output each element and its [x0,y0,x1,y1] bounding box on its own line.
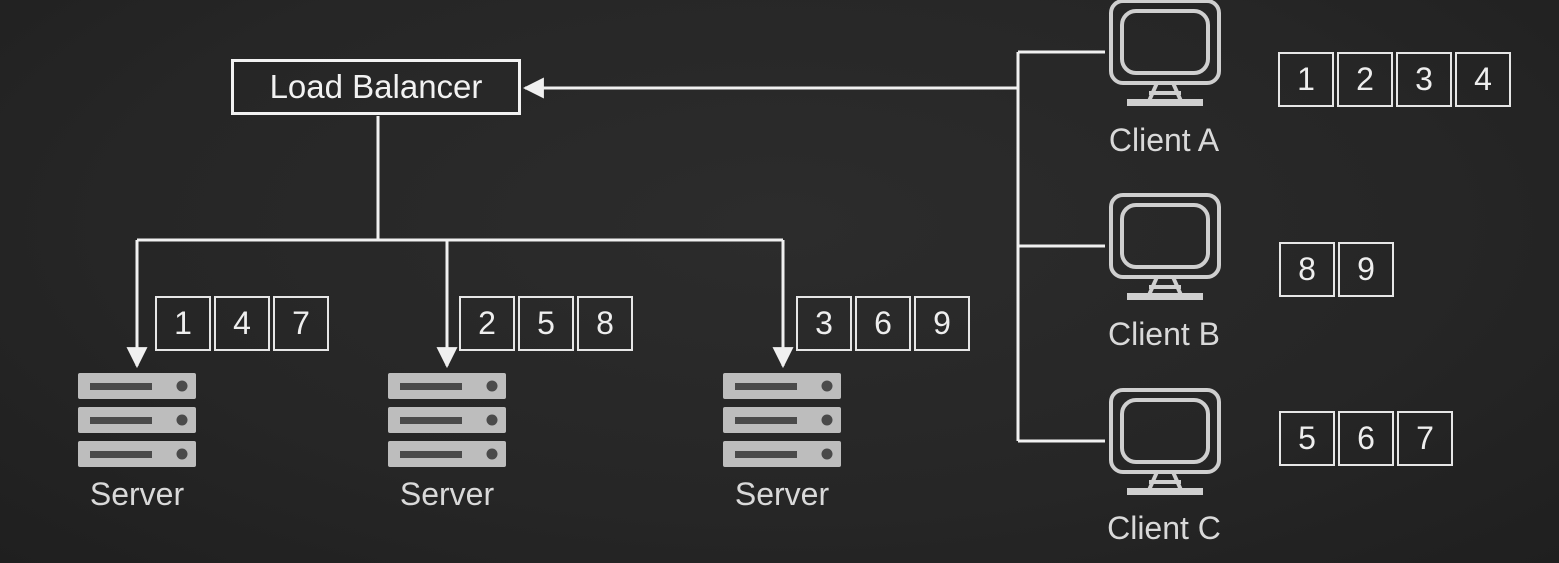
request-cell: 4 [214,296,270,351]
request-cell: 9 [1338,242,1394,297]
request-cell: 2 [1337,52,1393,107]
server-1-icon [78,373,196,467]
request-cell: 5 [518,296,574,351]
client-c-queue: 5 6 7 [1279,411,1456,466]
request-cell: 4 [1455,52,1511,107]
request-cell: 8 [577,296,633,351]
server-3-icon [723,373,841,467]
server-2-label: Server [399,476,495,512]
request-cell: 7 [273,296,329,351]
client-a-label: Client A [1108,122,1220,158]
server-2-queue: 2 5 8 [459,296,636,351]
server-3-queue: 3 6 9 [796,296,973,351]
request-cell: 1 [155,296,211,351]
client-a-queue: 1 2 3 4 [1278,52,1514,107]
client-b-label: Client B [1107,316,1221,352]
load-balancer-label: Load Balancer [269,68,483,105]
request-cell: 9 [914,296,970,351]
request-cell: 8 [1279,242,1335,297]
load-balancer-box: Load Balancer [231,59,521,115]
client-c-monitor-icon [1109,388,1221,497]
server-1-queue: 1 4 7 [155,296,332,351]
connection-lines [126,50,1105,443]
client-a-monitor-icon [1109,0,1221,108]
server-3-label: Server [734,476,830,512]
server-2-icon [388,373,506,467]
request-cell: 6 [855,296,911,351]
request-cell: 2 [459,296,515,351]
client-b-queue: 8 9 [1279,242,1397,297]
request-cell: 1 [1278,52,1334,107]
server-1-label: Server [89,476,185,512]
request-cell: 7 [1397,411,1453,466]
request-cell: 6 [1338,411,1394,466]
request-cell: 3 [796,296,852,351]
client-c-label: Client C [1107,510,1221,546]
client-b-monitor-icon [1109,193,1221,302]
request-cell: 3 [1396,52,1452,107]
request-cell: 5 [1279,411,1335,466]
